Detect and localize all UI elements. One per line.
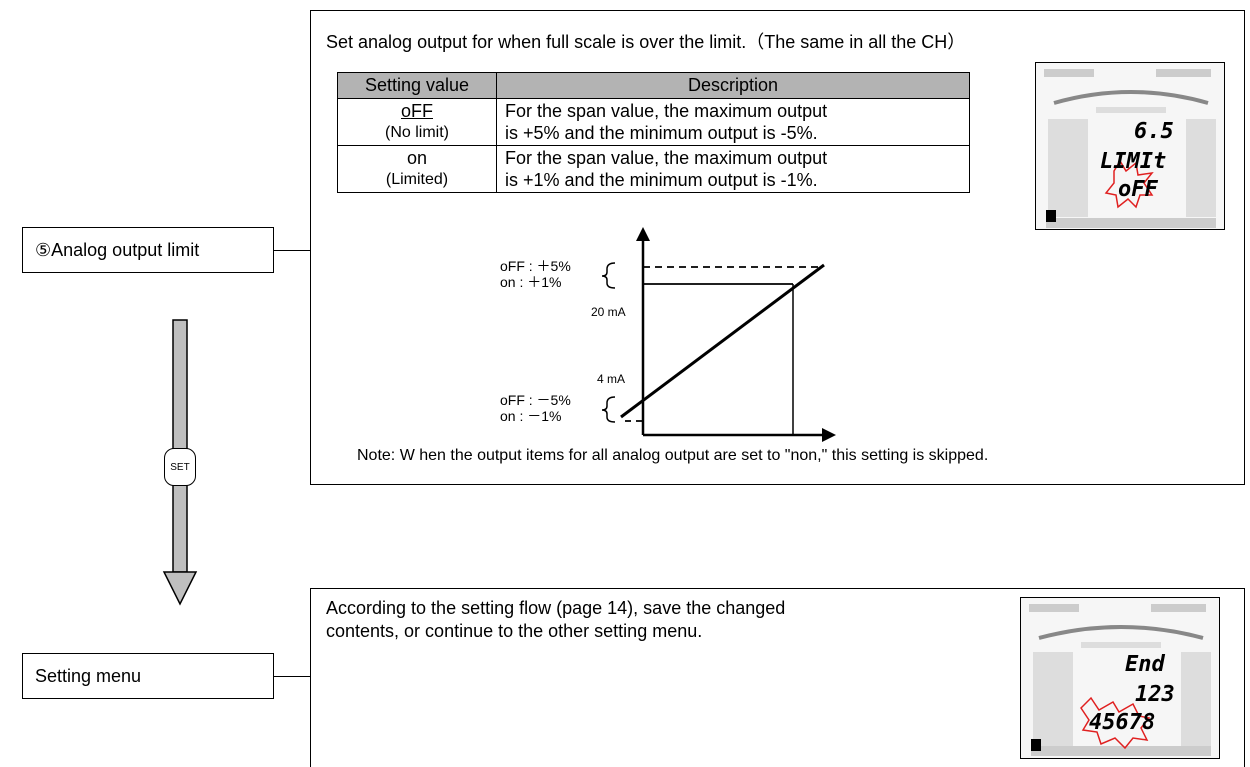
graph-label-4ma: 4 mA [597,372,626,386]
panel-title: Set analog output for when full scale is… [326,32,966,52]
panel-note: Note: W hen the output items for all ana… [357,447,989,464]
desc-line: For the span value, the maximum output [505,148,828,168]
table-row: oFF (No limit) For the span value, the m… [337,98,970,146]
setting-menu-text-line2: contents, or continue to the other setti… [326,621,703,641]
lcd-line-1: 6.5 [1134,119,1174,144]
value-off: oFF [400,101,433,121]
value-on-sub: (Limited) [385,171,449,188]
table-cell-desc: For the span value, the maximum output i… [496,98,970,146]
table-header-description: Description [496,72,970,99]
table-header-setting-value: Setting value [337,72,497,99]
graph-upper-off: oFF : ＋5% [500,258,571,274]
lcd-display-end: End 123 45678 [1020,597,1220,759]
connector-top [274,250,310,251]
lcd-line-3: 45678 [1089,710,1156,735]
setting-menu-text-line1: According to the setting flow (page 14),… [326,598,786,618]
table-cell-desc: For the span value, the maximum output i… [496,145,970,193]
lcd-arc-icon [1029,604,1211,756]
output-limit-graph [601,227,836,442]
value-off-sub: (No limit) [385,124,449,141]
graph-upper-on: on : ＋1% [500,274,562,290]
lcd-display-limit: 6.5 LIMIt oFF [1035,62,1225,230]
lcd-line-2: 123 [1135,682,1175,707]
table-cell-value: on (Limited) [337,145,497,193]
lcd-line-1: End [1125,652,1165,677]
connector-bottom [274,676,310,677]
table-row: on (Limited) For the span value, the max… [337,145,970,193]
setting-value-table: Setting value Description oFF (No limit)… [337,72,970,193]
graph-label-20ma: 20 mA [591,305,626,319]
desc-line: For the span value, the maximum output [505,101,828,121]
lcd-arc-icon [1044,69,1216,228]
flow-arrow-icon [162,319,198,606]
desc-line: is +1% and the minimum output is -1%. [505,170,818,190]
table-header-row: Setting value Description [337,72,970,99]
analog-output-limit-text: ⑤Analog output limit [35,239,200,260]
graph-lower-off: oFF : －5% [500,392,571,408]
graph-lower-on: on : －1% [500,408,562,424]
table-cell-value: oFF (No limit) [337,98,497,146]
setting-menu-label: Setting menu [22,653,274,699]
value-on: on [406,148,428,168]
lcd-line-3: oFF [1118,177,1158,202]
setting-menu-text: Setting menu [35,665,142,686]
set-button[interactable]: SET [164,448,196,486]
desc-line: is +5% and the minimum output is -5%. [505,123,818,143]
lcd-line-2: LIMIt [1100,149,1167,174]
analog-output-limit-label: ⑤Analog output limit [22,227,274,273]
